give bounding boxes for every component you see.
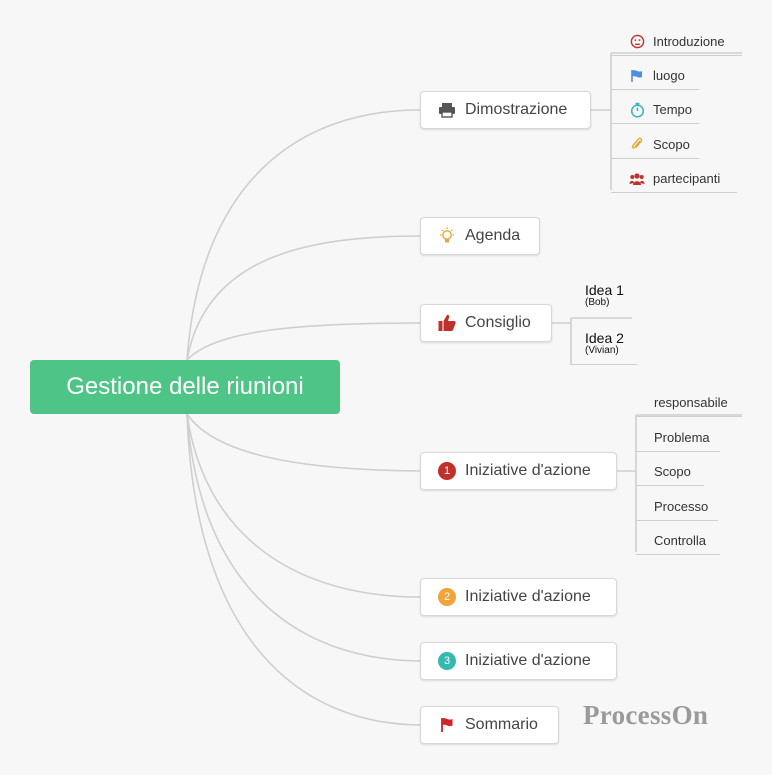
number-2-icon: 2 xyxy=(437,587,457,607)
people-icon xyxy=(629,171,645,187)
leaf-label: luogo xyxy=(653,68,685,83)
central-topic-label: Gestione delle riunioni xyxy=(66,373,304,400)
branch-label: Iniziative d'azione xyxy=(465,588,591,605)
idea-underline xyxy=(571,364,637,365)
number-3-icon: 3 xyxy=(437,651,457,671)
lightbulb-icon xyxy=(437,226,457,246)
leaf-label: Processo xyxy=(654,499,709,514)
branch-iniziative-3[interactable]: 3 Iniziative d'azione xyxy=(420,642,617,680)
leaf-label: Controlla xyxy=(654,533,707,548)
badge-number: 3 xyxy=(438,652,456,670)
leaf-scopo-2[interactable]: Scopo xyxy=(636,458,704,486)
idea-author: (Vivian) xyxy=(585,344,619,356)
leaf-scopo[interactable]: Scopo xyxy=(611,131,699,159)
leaf-luogo[interactable]: luogo xyxy=(611,62,699,90)
branch-agenda[interactable]: Agenda xyxy=(420,217,540,255)
branch-label: Consiglio xyxy=(465,314,531,331)
leaf-label: responsabile xyxy=(654,395,728,410)
idea-title: Idea 1 xyxy=(585,282,624,298)
branch-label: Agenda xyxy=(465,227,521,244)
stopwatch-icon xyxy=(629,102,645,118)
branch-consiglio[interactable]: Consiglio xyxy=(420,304,552,342)
paperclip-icon xyxy=(629,137,645,153)
leaf-partecipanti[interactable]: partecipanti xyxy=(611,165,737,193)
branch-sommario[interactable]: Sommario xyxy=(420,706,559,744)
branch-iniziative-2[interactable]: 2 Iniziative d'azione xyxy=(420,578,617,616)
leaf-label: Introduzione xyxy=(653,34,725,49)
processon-watermark: ProcessOn xyxy=(583,700,709,730)
smiley-icon xyxy=(629,34,645,50)
branch-dimostrazione[interactable]: Dimostrazione xyxy=(420,91,591,129)
leaf-processo[interactable]: Processo xyxy=(636,493,718,521)
leaf-introduzione[interactable]: Introduzione xyxy=(611,28,742,56)
leaf-label: partecipanti xyxy=(653,171,721,186)
number-1-icon: 1 xyxy=(437,461,457,481)
idea-1[interactable]: Idea 1 (Bob) xyxy=(585,283,624,308)
leaf-tempo[interactable]: Tempo xyxy=(611,96,699,124)
branch-label: Dimostrazione xyxy=(465,101,568,118)
leaf-label: Problema xyxy=(654,430,710,445)
branch-label: Iniziative d'azione xyxy=(465,652,591,669)
leaf-controlla[interactable]: Controlla xyxy=(636,527,720,555)
flag-icon xyxy=(629,68,645,84)
badge-number: 2 xyxy=(438,588,456,606)
idea-author: (Bob) xyxy=(585,296,610,308)
leaf-label: Tempo xyxy=(653,102,693,117)
branch-iniziative-1[interactable]: 1 Iniziative d'azione xyxy=(420,452,617,490)
leaf-responsabile[interactable]: responsabile xyxy=(636,389,742,417)
idea-title: Idea 2 xyxy=(585,330,624,346)
red-flag-icon xyxy=(437,715,457,735)
thumbs-up-icon xyxy=(437,313,457,333)
leaf-problema[interactable]: Problema xyxy=(636,424,720,452)
central-topic[interactable]: Gestione delle riunioni xyxy=(30,360,340,414)
idea-2[interactable]: Idea 2 (Vivian) xyxy=(585,331,624,356)
leaf-label: Scopo xyxy=(654,464,691,479)
leaf-label: Scopo xyxy=(653,137,690,152)
badge-number: 1 xyxy=(438,462,456,480)
printer-icon xyxy=(437,100,457,120)
branch-label: Iniziative d'azione xyxy=(465,462,591,479)
branch-label: Sommario xyxy=(465,716,538,733)
